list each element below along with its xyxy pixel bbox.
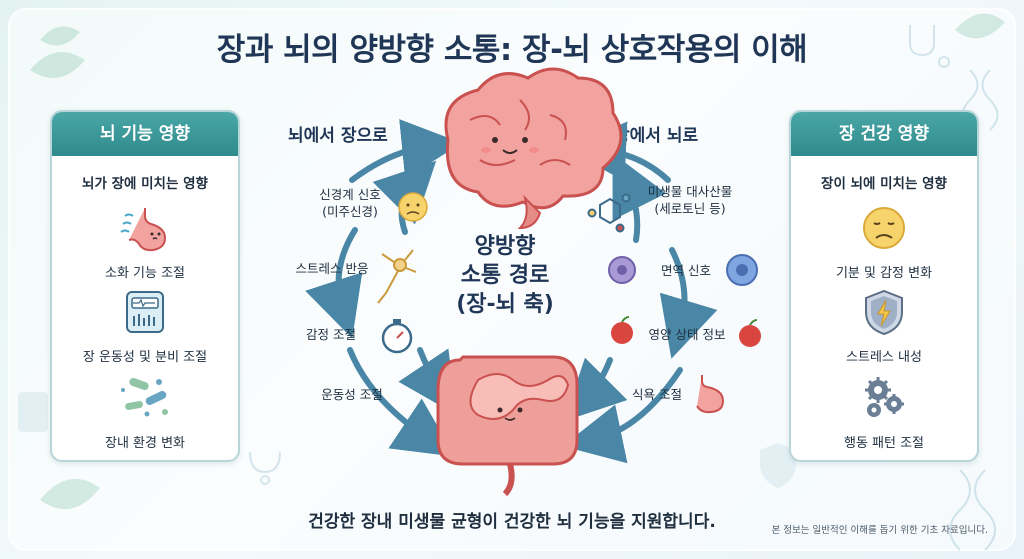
sad-face-icon xyxy=(863,207,905,249)
molecule-icon xyxy=(587,193,631,233)
panel-subtitle: 장이 뇌에 미치는 영향 xyxy=(821,176,947,192)
center-line-2: 소통 경로 xyxy=(460,263,550,288)
brain-to-gut-arrows xyxy=(305,119,462,457)
brain-illustration xyxy=(444,67,623,230)
brain-to-gut-header: 뇌에서 장으로 xyxy=(288,126,388,146)
panel-subtitle: 뇌가 장에 미치는 영향 xyxy=(82,176,208,192)
panel-item-label: 행동 패턴 조절 xyxy=(843,436,925,451)
center-axis-label: 양방향 소통 경로 (장-뇌 축) xyxy=(430,232,580,319)
center-line-3: (장-뇌 축) xyxy=(456,292,554,317)
stethoscope-icon xyxy=(249,25,950,485)
monitor-icon xyxy=(126,291,164,333)
bacteria-icon xyxy=(121,377,168,417)
stomach-icon xyxy=(120,208,167,252)
center-line-1: 양방향 xyxy=(474,234,536,259)
intestine-illustration xyxy=(436,355,579,497)
panel-header: 장 건강 영향 xyxy=(791,112,977,156)
panel-item-label: 장내 환경 변화 xyxy=(104,436,186,451)
panel-item-label: 소화 기능 조절 xyxy=(104,266,186,281)
leaf-icon xyxy=(30,13,1005,510)
stomach-small-icon xyxy=(696,375,725,414)
gut-to-brain-header: 장에서 뇌로 xyxy=(614,126,699,146)
panel-item-mood: 기분 및 감정 변화 xyxy=(791,204,977,281)
worried-face-icon xyxy=(398,192,428,222)
shield-icon xyxy=(865,289,903,336)
flow-label-immune-signal: 면역 신호 xyxy=(661,263,711,278)
panel-item-motility: 장 운동성 및 분비 조절 xyxy=(52,288,238,365)
flow-label-microbial-metabolites: 미생물 대사산물(세로토닌 등) xyxy=(647,184,733,216)
flow-label-motility-regulation: 운동성 조절 xyxy=(321,387,383,402)
shield-check-icon xyxy=(760,443,796,488)
flow-label-nerve-signal: 신경계 신호(미주신경) xyxy=(319,187,381,219)
apple-icon xyxy=(611,316,761,347)
cross-icon xyxy=(18,392,48,432)
brain-function-panel: 뇌 기능 영향 뇌가 장에 미치는 영향 소화 기능 조절 장 운동성 및 분비… xyxy=(50,110,240,462)
stopwatch-icon xyxy=(381,319,413,354)
panel-header: 뇌 기능 영향 xyxy=(52,112,238,156)
panel-item-digestion: 소화 기능 조절 xyxy=(52,204,238,281)
flow-label-emotion-regulation: 감정 조절 xyxy=(306,327,356,342)
panel-item-label: 장 운동성 및 분비 조절 xyxy=(82,350,208,365)
gut-health-panel: 장 건강 영향 장이 뇌에 미치는 영향 기분 및 감정 변화 스트레스 내성 xyxy=(789,110,979,462)
panel-item-gut-environment: 장내 환경 변화 xyxy=(52,374,238,451)
flow-label-nutrition-info: 영양 상태 정보 xyxy=(648,327,726,342)
flow-label-appetite: 식욕 조절 xyxy=(632,387,682,402)
panel-item-stress: 스트레스 내성 xyxy=(791,288,977,365)
panel-item-label: 스트레스 내성 xyxy=(846,350,922,365)
panel-item-behavior: 행동 패턴 조절 xyxy=(791,374,977,451)
page-title: 장과 뇌의 양방향 소통: 장-뇌 상호작용의 이해 xyxy=(216,32,808,68)
gears-icon xyxy=(865,377,904,417)
disclaimer-text: 본 정보는 일반적인 이해를 돕기 위한 기초 자료입니다. xyxy=(771,525,988,536)
flow-label-stress-response: 스트레스 반응 xyxy=(295,261,369,276)
panel-item-label: 기분 및 감정 변화 xyxy=(835,266,933,281)
immune-cell-icon xyxy=(608,254,758,286)
footer-message: 건강한 장내 미생물 균형이 건강한 뇌 기능을 지원합니다. xyxy=(308,512,716,532)
neuron-icon xyxy=(377,249,417,304)
